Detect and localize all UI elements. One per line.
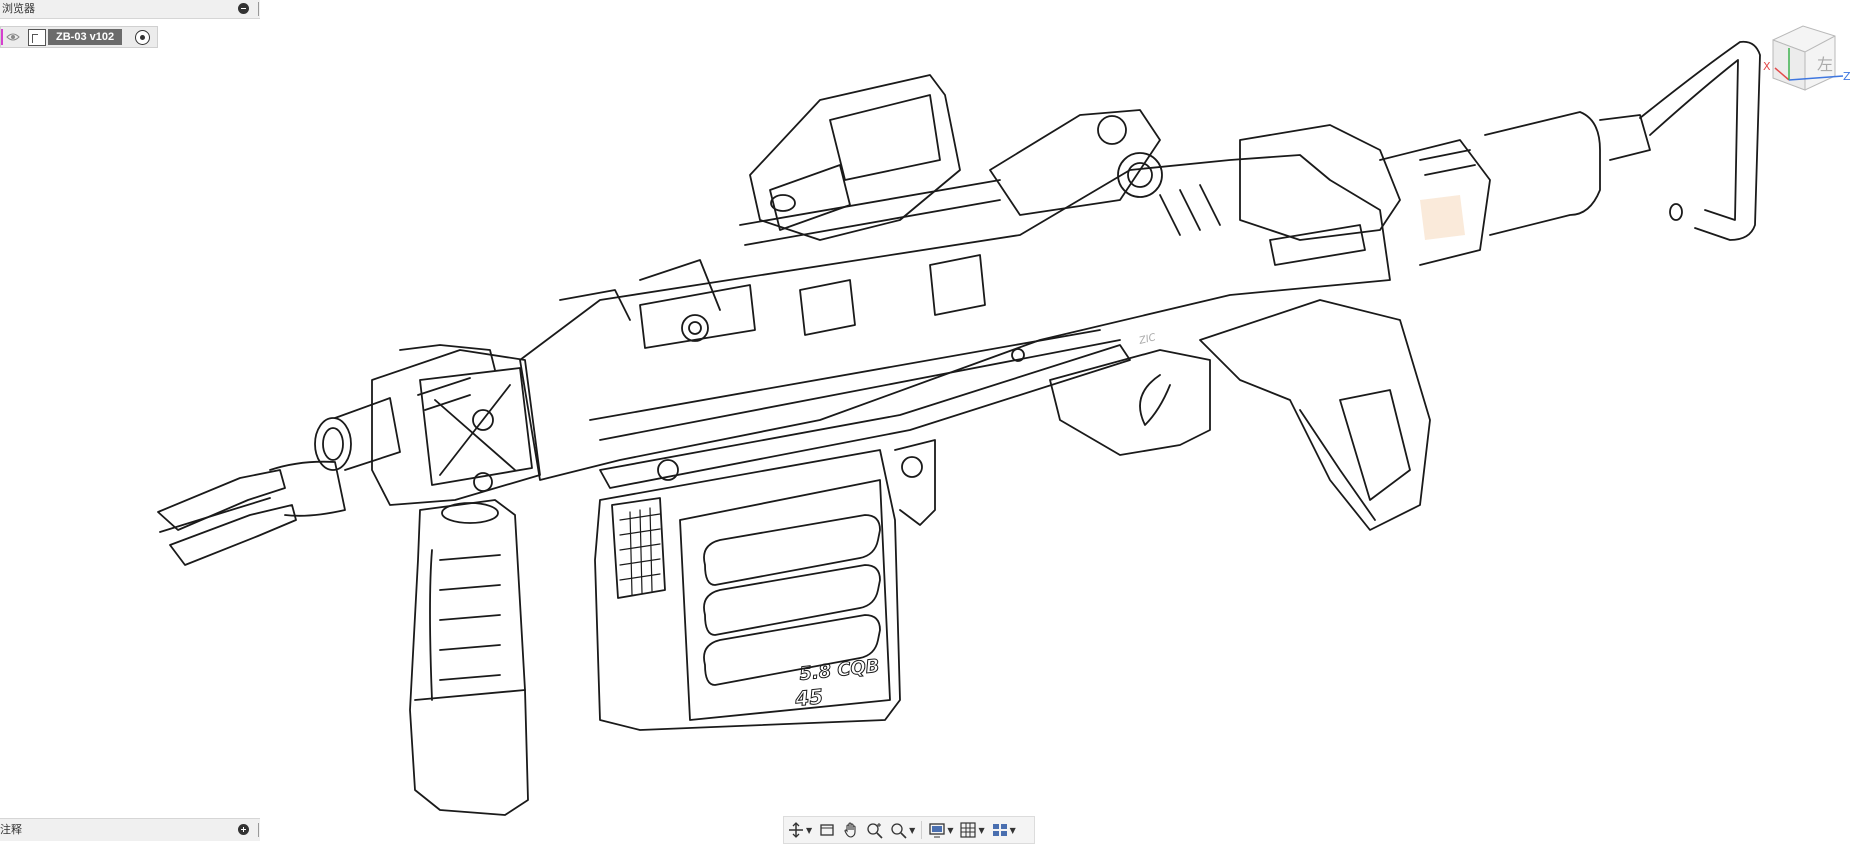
divider [921, 821, 923, 839]
comments-title: 注释 [0, 823, 22, 836]
grid-button[interactable]: ▼ [956, 819, 987, 841]
chevron-down-icon[interactable]: ▼ [1009, 825, 1016, 835]
look-at-button[interactable] [815, 819, 839, 841]
browser-component-row[interactable]: ZB-03 v102 [0, 26, 158, 48]
panel-resize-handle[interactable] [258, 823, 259, 837]
viewports-icon [992, 824, 1007, 836]
orbit-icon [789, 822, 803, 838]
eye-icon[interactable] [6, 31, 20, 43]
browser-panel-header: 浏览器 [0, 0, 260, 19]
active-marker [1, 29, 3, 45]
axis-z-label: Z [1843, 70, 1850, 83]
fit-button[interactable]: ▼ [887, 819, 918, 841]
orbit-button[interactable]: ▼ [784, 819, 815, 841]
comments-panel-header: 注释 [0, 818, 260, 841]
look-at-icon [820, 824, 834, 836]
component-icon [28, 29, 46, 46]
panel-resize-handle[interactable] [258, 2, 259, 16]
magazine-label-line1: 5.8 CQB [798, 656, 880, 685]
display-settings-button[interactable]: ▼ [925, 819, 956, 841]
chevron-down-icon[interactable]: ▼ [947, 825, 954, 835]
navigation-bar: ▼ ▼ ▼ ▼ ▼ [783, 816, 1035, 844]
radio-target-icon[interactable] [135, 30, 150, 45]
display-settings-icon [929, 823, 945, 838]
zoom-icon [867, 823, 883, 839]
grid-icon [960, 822, 977, 838]
chevron-down-icon[interactable]: ▼ [909, 825, 916, 835]
chevron-down-icon[interactable]: ▼ [978, 825, 985, 835]
receiver-mark: ZIC [1137, 332, 1157, 347]
browser-title: 浏览器 [2, 2, 35, 15]
axis-x-label: X [1763, 60, 1771, 73]
viewcube-face-label[interactable]: 左 [1817, 55, 1833, 74]
chevron-down-icon[interactable]: ▼ [806, 825, 813, 835]
magazine-label-line2: 45 [793, 684, 824, 711]
minus-circle-icon[interactable] [238, 3, 249, 14]
pan-button[interactable] [839, 819, 863, 841]
component-name[interactable]: ZB-03 v102 [48, 29, 123, 45]
zoom-button[interactable] [863, 819, 887, 841]
pan-icon [844, 822, 856, 838]
viewcube[interactable]: 左 X Z [1755, 18, 1851, 108]
plus-circle-icon[interactable] [238, 824, 249, 835]
fit-icon [891, 823, 907, 839]
viewports-button[interactable]: ▼ [988, 819, 1019, 841]
